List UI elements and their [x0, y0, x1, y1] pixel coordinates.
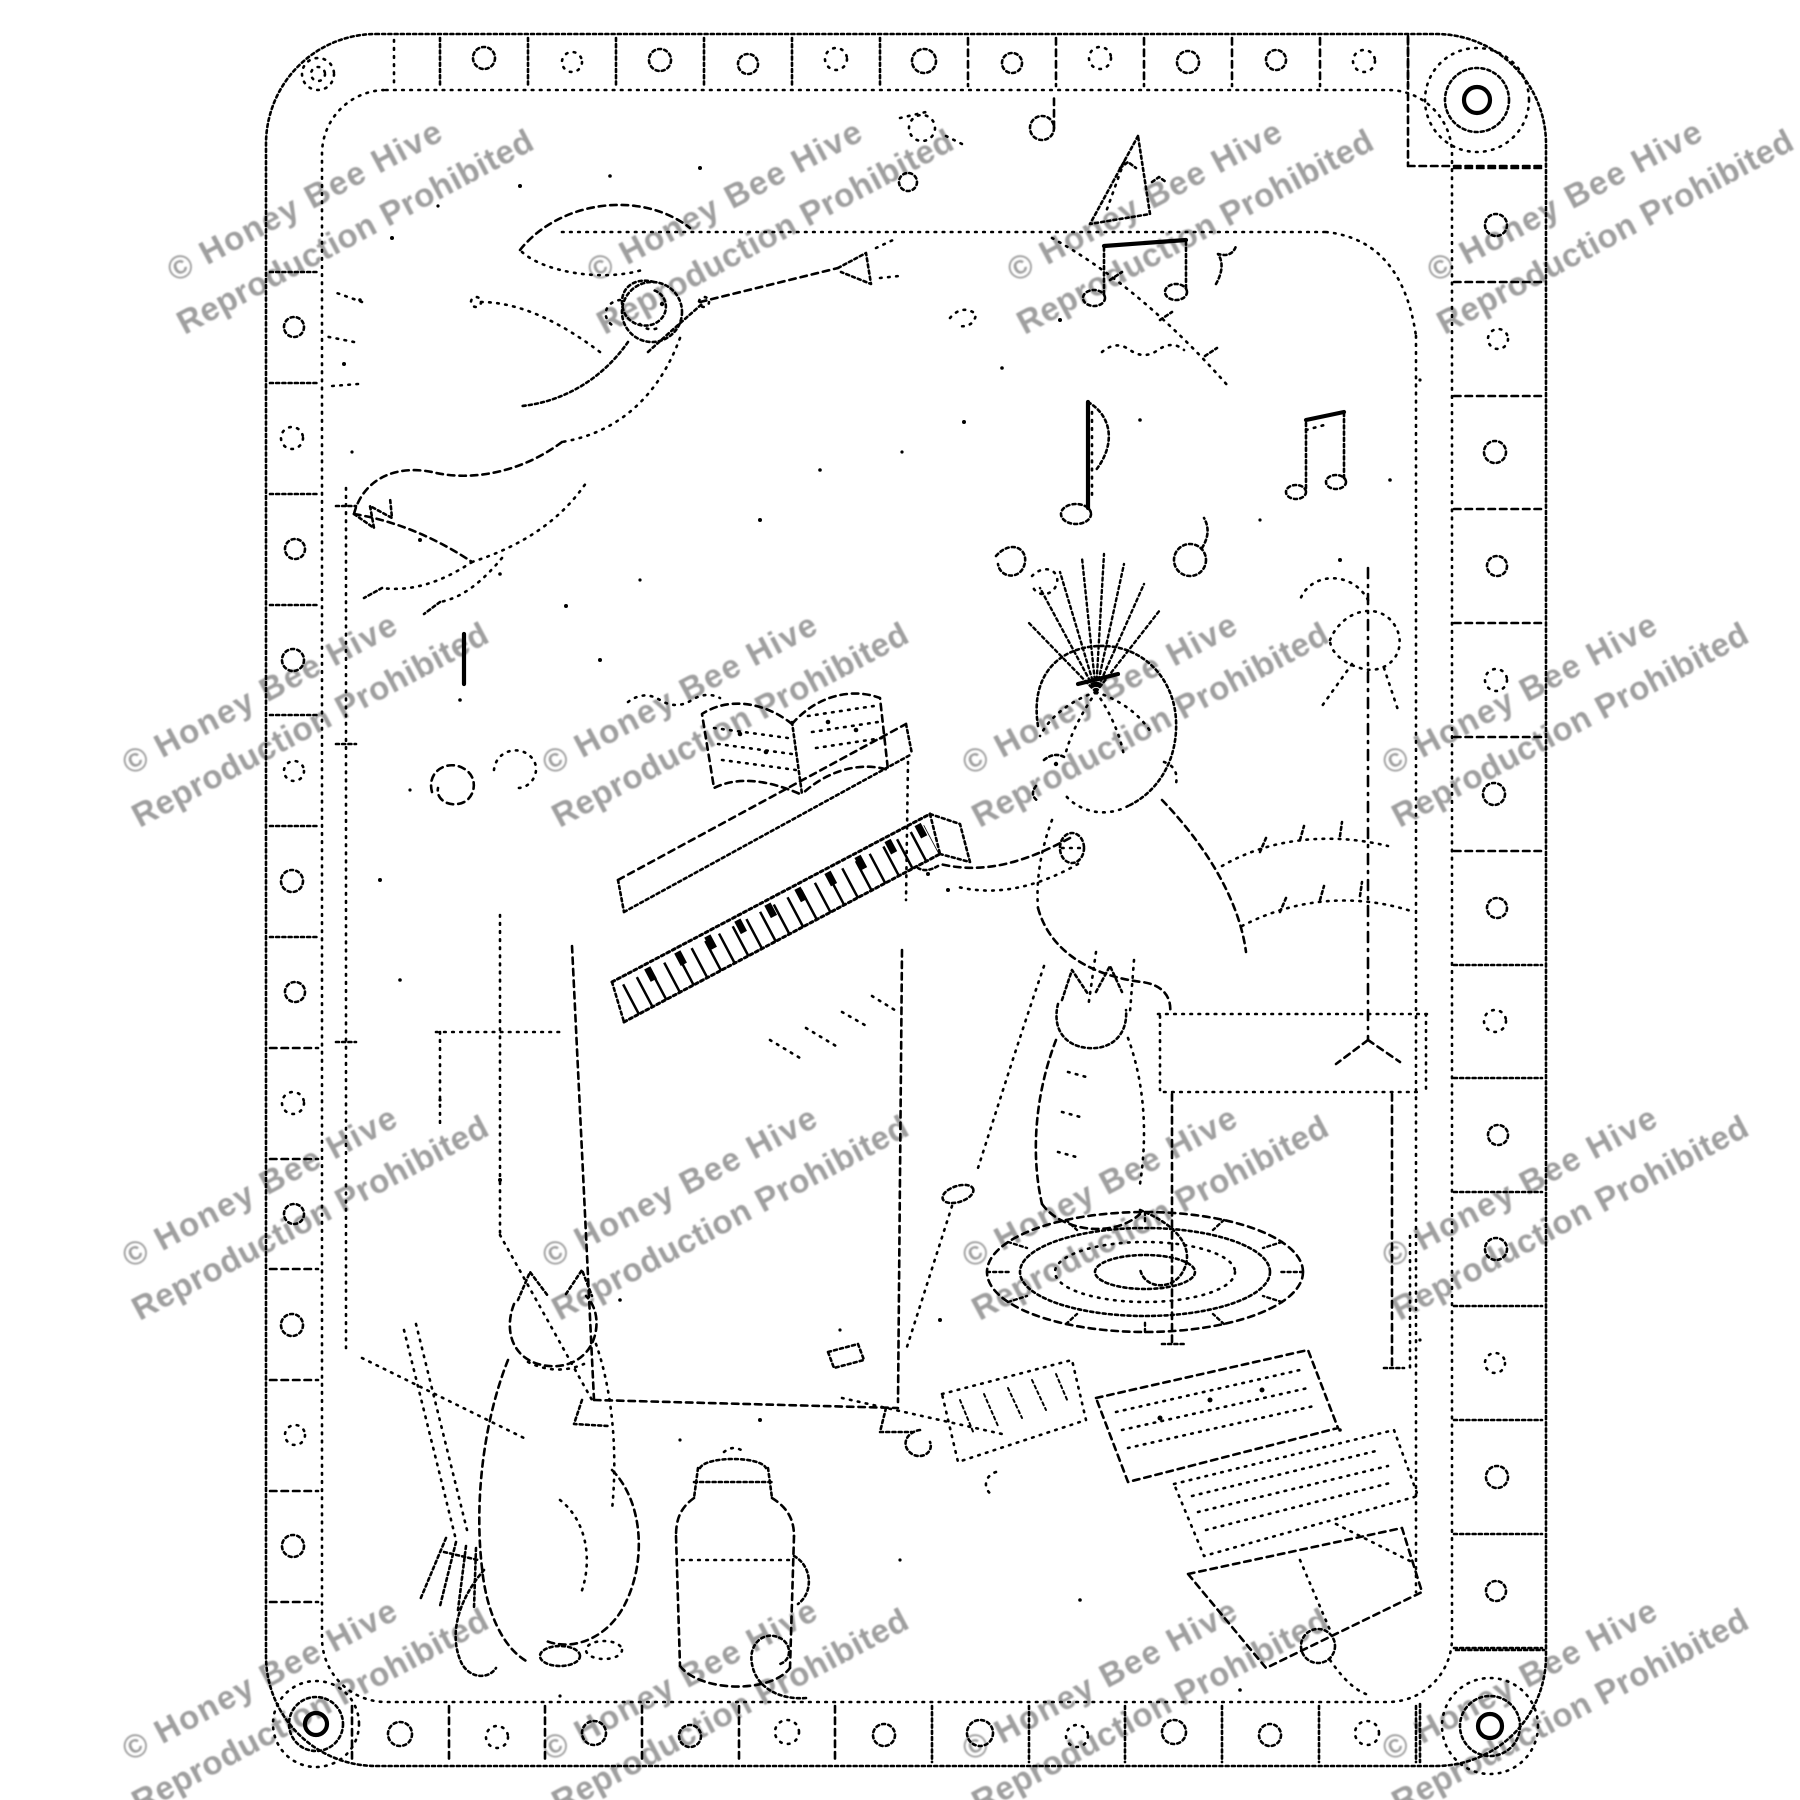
piano-lid-top — [616, 722, 908, 882]
cat-beside-bench — [1034, 964, 1189, 1287]
hair-strands — [1038, 690, 1154, 758]
ceiling-corner — [1324, 230, 1418, 338]
side-stool — [434, 1030, 564, 1126]
broom — [402, 1322, 480, 1612]
ear — [1162, 760, 1178, 786]
dust-curl — [429, 764, 476, 806]
cat-back — [478, 1358, 530, 1664]
piano-bench — [1156, 1012, 1432, 1370]
note-beam — [1101, 237, 1189, 249]
braided-rug — [985, 1210, 1305, 1334]
broom-handle — [402, 1322, 470, 1542]
horn-bell — [836, 251, 873, 286]
cat-stripes — [1056, 1070, 1092, 1160]
hips — [1036, 906, 1172, 1016]
music-page — [1094, 1348, 1340, 1484]
cat-head — [508, 1294, 598, 1368]
sitting-cat — [454, 1268, 641, 1678]
border-tabs-left — [268, 270, 320, 1604]
border-inner-edge — [320, 88, 1454, 1704]
arm — [938, 836, 1072, 870]
billowing-gown — [352, 440, 564, 516]
curled-page — [1186, 1526, 1424, 1670]
eye — [1053, 761, 1059, 767]
border-frame — [264, 32, 1548, 1776]
border-corner-spiral-top-right — [1406, 34, 1546, 168]
scan-speckles — [342, 166, 1422, 1698]
book-spine — [790, 720, 804, 796]
cat-tail — [454, 1568, 498, 1678]
gown-hem — [352, 496, 394, 530]
hatched-page — [940, 1358, 1088, 1464]
swirl — [994, 545, 1027, 577]
cat-back — [1034, 1038, 1058, 1206]
cat-haunch — [542, 1468, 641, 1646]
pianist-back — [1160, 798, 1248, 954]
stand-feet — [1334, 1038, 1402, 1066]
can-body — [674, 1534, 796, 1670]
head — [620, 280, 684, 344]
flying-horn-player — [322, 203, 901, 687]
pianist-head — [1035, 644, 1178, 808]
milk-can — [674, 1446, 811, 1700]
foot — [941, 1183, 975, 1205]
under-key-hatch — [768, 994, 900, 1060]
pennant — [1088, 134, 1152, 226]
cat-ears — [1060, 964, 1124, 1002]
startled-pianist — [904, 552, 1248, 1352]
piano-front-right-edge — [896, 948, 904, 1404]
horn — [698, 266, 840, 304]
piano-lid-front — [622, 752, 914, 914]
sheet-music-book — [700, 692, 890, 796]
cat-head — [1055, 1002, 1128, 1050]
dust-wave — [626, 693, 722, 707]
piano-pedal — [826, 1342, 866, 1370]
border-corner-spiral-bottom-left — [271, 1679, 361, 1769]
bench-seat — [1156, 1012, 1432, 1094]
scattered-sheet-music — [904, 1348, 1424, 1698]
hair-swirl — [620, 279, 668, 327]
torso — [520, 340, 630, 408]
bow-leaf — [1328, 609, 1401, 671]
floor-lines — [360, 1356, 1414, 1564]
border-tabs-bottom — [350, 1704, 1418, 1764]
pedal-rod — [904, 1204, 954, 1352]
room-frame — [334, 230, 1418, 1594]
leg — [976, 964, 1046, 1170]
piano-feet — [572, 1398, 914, 1434]
border-tabs-right — [1452, 166, 1544, 1650]
piano-bottom — [592, 1398, 900, 1410]
black-keys — [624, 821, 930, 993]
cat-ears — [516, 1268, 594, 1302]
note-flag — [1086, 400, 1111, 472]
border-corner-spiral-top-left — [300, 38, 396, 92]
cheek-block — [928, 812, 972, 864]
fern-frond — [1220, 837, 1390, 868]
border-tabs-top — [438, 36, 1410, 88]
cat-tail — [1138, 1208, 1189, 1287]
cat-paw — [538, 1644, 582, 1668]
garland-vine — [1050, 236, 1230, 388]
upright-piano — [429, 692, 972, 1434]
music-page — [1172, 1428, 1420, 1558]
music-notes — [897, 94, 1348, 596]
can-lid — [698, 1457, 768, 1470]
bench-legs — [1170, 1092, 1394, 1370]
motion-dashes — [322, 290, 364, 388]
plant-stand — [1220, 566, 1416, 1066]
piano-front-left-edge — [570, 944, 596, 1402]
braid-ticks — [985, 1210, 1305, 1334]
tail-curl — [750, 1634, 808, 1700]
piano-keyboard — [610, 812, 972, 1024]
singing-mouth — [1058, 831, 1086, 865]
border-corner-spiral-bottom-right — [1418, 1648, 1546, 1776]
border-outer-edge — [264, 32, 1548, 1768]
can-handle — [792, 1554, 811, 1606]
broom-bristles — [418, 1536, 478, 1612]
hair-tie — [1075, 671, 1121, 687]
cap-swoosh — [518, 203, 692, 252]
hand — [916, 864, 940, 872]
